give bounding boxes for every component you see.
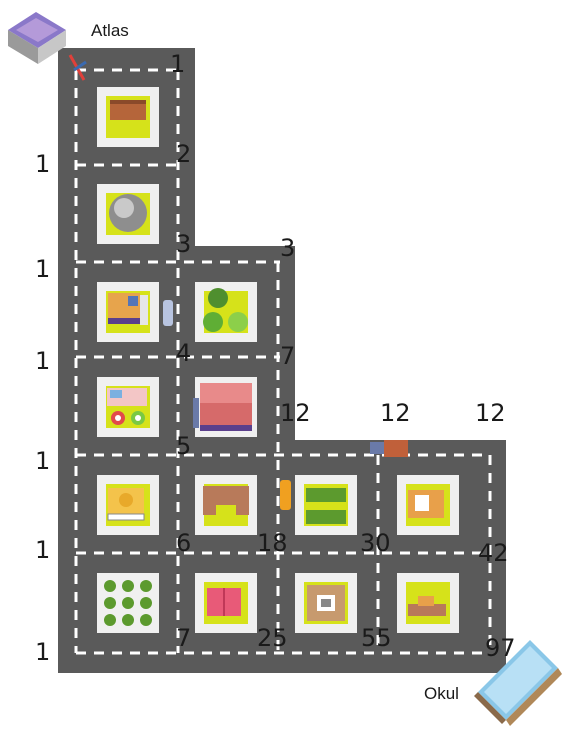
block-r5c3	[397, 573, 459, 633]
end-label: Okul	[424, 685, 459, 702]
count-r5c0: 1	[35, 640, 50, 664]
count-r4c3: 12	[380, 401, 411, 425]
count-r1c1: 2	[176, 142, 191, 166]
count-r6c4: 97	[485, 636, 516, 660]
block-r3c1	[195, 377, 257, 437]
count-r1c0: 1	[35, 257, 50, 281]
count-r5c4: 42	[478, 541, 509, 565]
hedge-icon	[306, 488, 346, 502]
count-r2c2: 3	[280, 236, 295, 260]
count-r2c1: 3	[176, 232, 191, 256]
block-r3c0	[97, 377, 159, 437]
car-icon	[193, 398, 199, 428]
block-r2c1	[195, 282, 257, 342]
block-r4c3	[397, 475, 459, 535]
count-r3c1: 4	[176, 341, 191, 365]
count-r6c1: 7	[176, 626, 191, 650]
count-r5c1: 6	[176, 531, 191, 555]
block-r5c1	[195, 573, 257, 633]
count-r4c1: 5	[176, 434, 191, 458]
block-r4c0	[97, 475, 159, 535]
trees-icon	[104, 580, 152, 626]
block-r2c0	[97, 282, 159, 342]
count-r5c3: 30	[360, 531, 391, 555]
block-r4c2	[295, 475, 357, 535]
car-icon	[163, 300, 173, 326]
block-r4c1	[195, 475, 257, 535]
count-r3c0: 1	[35, 449, 50, 473]
count-r6c3: 55	[361, 626, 392, 650]
count-r4c4: 12	[475, 401, 506, 425]
block-r5c0	[97, 573, 159, 633]
count-r0c0: 1	[170, 52, 185, 76]
block-r0c0	[97, 87, 159, 147]
start-label: Atlas	[91, 22, 129, 39]
count-r5c2: 18	[257, 531, 288, 555]
count-r0c1: 1	[35, 152, 50, 176]
count-r6c2: 25	[257, 626, 288, 650]
block-r5c2	[295, 573, 357, 633]
count-r4c2: 12	[280, 401, 311, 425]
count-r4c0: 1	[35, 538, 50, 562]
block-r1c0	[97, 184, 159, 244]
count-r3c2: 7	[280, 344, 295, 368]
count-r2c0: 1	[35, 349, 50, 373]
car-icon	[280, 480, 291, 510]
atlas-building-icon	[8, 12, 66, 64]
